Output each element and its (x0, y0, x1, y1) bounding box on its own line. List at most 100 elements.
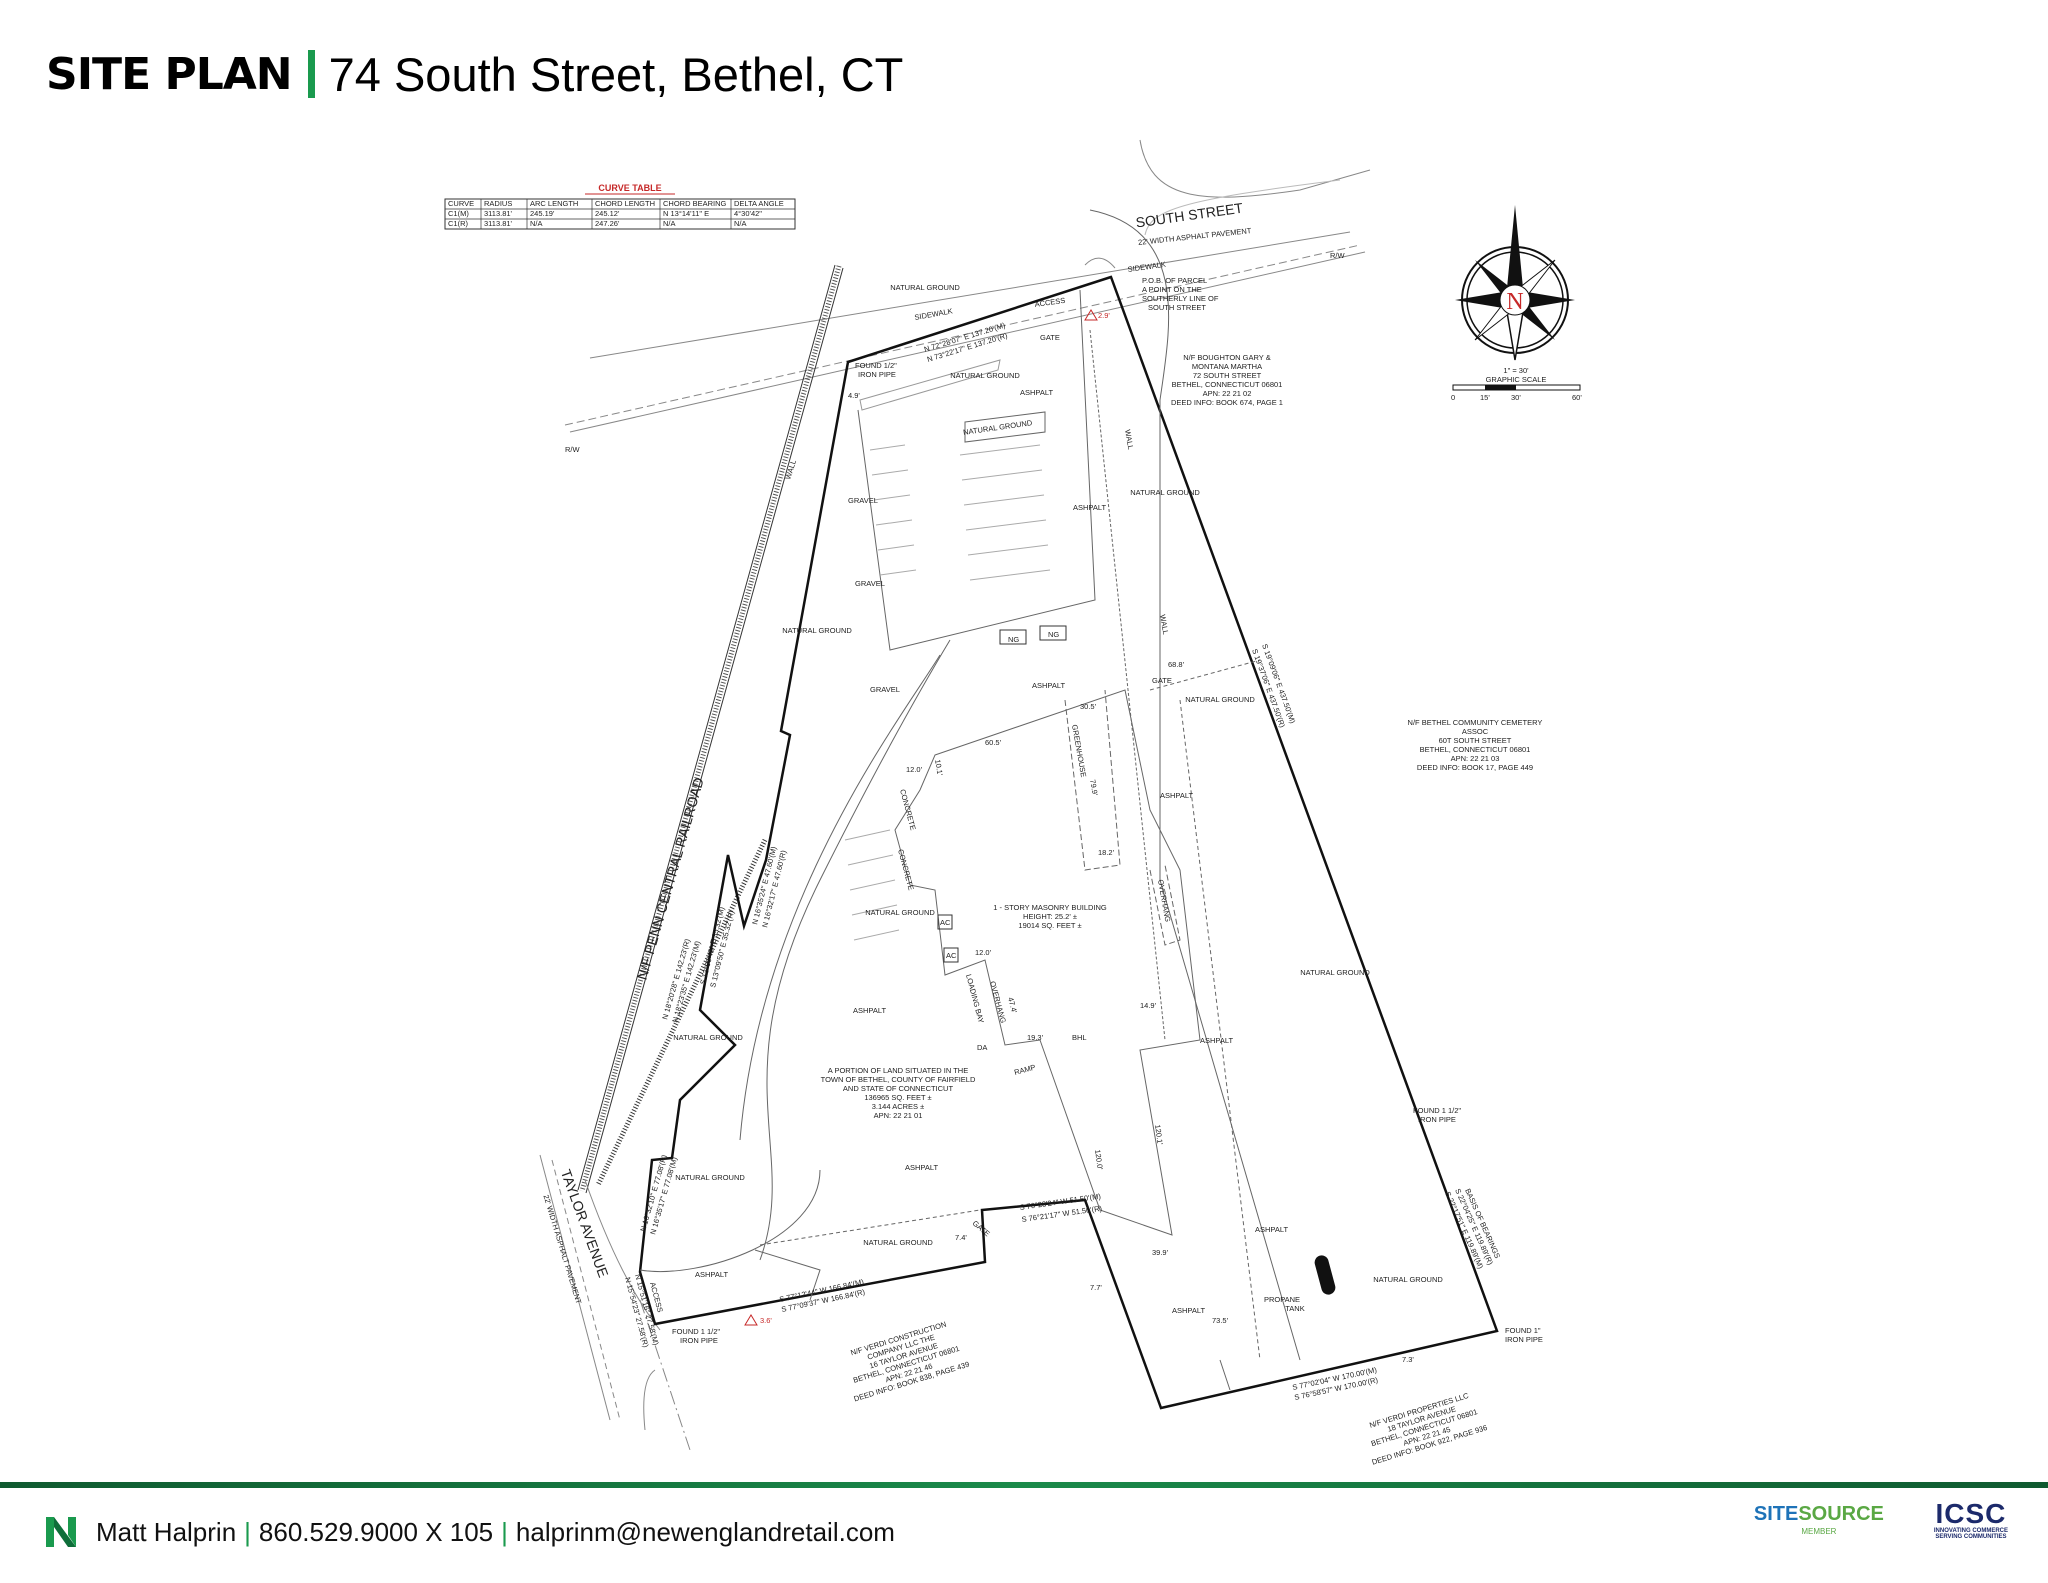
plan-label: IRON PIPE (1505, 1335, 1543, 1344)
contact-email[interactable]: halprinm@newenglandretail.com (515, 1516, 895, 1547)
page-title: SITE PLAN 74 South Street, Bethel, CT (46, 44, 903, 104)
plan-label: 14.9' (1140, 1001, 1157, 1010)
label-ac: AC (940, 918, 951, 927)
label-ashpalt: ASHPALT (1255, 1225, 1288, 1234)
label-overhang: OVERHANG (988, 980, 1008, 1024)
plan-label: 60' (1572, 393, 1582, 402)
plan-label: APN: 22 21 03 (1451, 754, 1500, 763)
plan-label: 19014 SQ. FEET ± (1018, 921, 1081, 930)
label-greenhouse: GREENHOUSE (1070, 724, 1088, 778)
gate-label: GATE (1040, 333, 1060, 342)
label-ashpalt: ASHPALT (1200, 1036, 1233, 1045)
curve-table-cell: 247.26' (595, 219, 620, 228)
label-natural-ground: NATURAL GROUND (950, 371, 1020, 380)
title-divider (307, 50, 315, 98)
title-site-plan: SITE PLAN (46, 48, 293, 100)
plan-label: 60T SOUTH STREET (1439, 736, 1512, 745)
offset-2-9: 2.9' (1098, 311, 1110, 320)
curve-table-cell: C1(R) (448, 219, 469, 228)
bearing-labels: N 72°28'07" E 137.20'(M) N 73°22'17" E 1… (623, 320, 1502, 1401)
south-street-width: 22' WIDTH ASPHALT PAVEMENT (1138, 226, 1253, 247)
label-natural-ground: NATURAL GROUND (1373, 1275, 1443, 1284)
label-ng: NG (1008, 635, 1019, 644)
curve-table-cell: N/A (530, 219, 543, 228)
label-ashpalt: ASHPALT (853, 1006, 886, 1015)
plan-label: 60.5' (985, 738, 1002, 747)
plan-label: DEED INFO: BOOK 674, PAGE 1 (1171, 398, 1283, 407)
plan-label: APN: 22 21 01 (874, 1111, 923, 1120)
footer-divider (0, 1482, 2048, 1488)
plan-label: BETHEL, CONNECTICUT 06801 (1172, 380, 1283, 389)
label-wall: WALL (1158, 614, 1170, 635)
plan-label: 30.5' (1080, 702, 1097, 711)
label-da: DA (977, 1043, 987, 1052)
plan-label: FOUND 1 1/2" (672, 1327, 720, 1336)
label-overhang: OVERHANG (1156, 879, 1172, 923)
compass-north-letter: N (1506, 289, 1523, 315)
curve-table-title: CURVE TABLE (598, 183, 661, 193)
curve-table-cell: 4°30'42" (734, 209, 762, 218)
sitesource-b: SOURCE (1798, 1503, 1884, 1525)
contact-phone[interactable]: 860.529.9000 X 105 (258, 1516, 494, 1547)
label-ashpalt: ASHPALT (905, 1163, 938, 1172)
interior-labels: NATURAL GROUND NATURAL GROUND NATURAL GR… (673, 283, 1443, 1315)
sidewalk-label: SIDEWALK (914, 306, 953, 322)
plan-label: 47.4' (1006, 996, 1019, 1014)
plan-label: 7.3' (1402, 1355, 1414, 1364)
label-natural-ground: NATURAL GROUND (782, 626, 852, 635)
plan-label: 12.0' (906, 765, 923, 774)
south-street (564, 139, 1371, 433)
offset-3-6: 3.6' (760, 1316, 772, 1325)
plan-label: AND STATE OF CONNECTICUT (843, 1084, 954, 1093)
curve-table-header: CHORD LENGTH (595, 199, 655, 208)
label-concrete: CONCRETE (898, 788, 918, 831)
sidewalk-label-east: SIDEWALK (1127, 260, 1166, 274)
title-address: 74 South Street, Bethel, CT (328, 47, 904, 101)
site-features (639, 209, 1301, 1391)
plan-label: TOWN OF BETHEL, COUNTY OF FAIRFIELD (821, 1075, 976, 1084)
label-gate: GATE (971, 1219, 992, 1239)
curve-table-cell: 3113.81' (484, 209, 513, 218)
label-bhl: BHL (1072, 1033, 1087, 1042)
new-england-retail-logo-icon (46, 1517, 76, 1547)
plan-label: 7.7' (1090, 1283, 1102, 1292)
plan-label: A PORTION OF LAND SITUATED IN THE (828, 1066, 968, 1075)
label-natural-ground: NATURAL GROUND (863, 1238, 933, 1247)
curve-table-cell: 245.12' (595, 209, 620, 218)
label-ashpalt: ASHPALT (1073, 503, 1106, 512)
plan-label: 12.0' (975, 948, 992, 957)
curve-table-cell: C1(M) (448, 209, 469, 218)
label-ashpalt: ASHPALT (1160, 791, 1193, 800)
abutter-boughton: N/F BOUGHTON GARY & MONTANA MARTHA 72 SO… (1171, 353, 1283, 407)
label-propane-tank: PROPANE (1264, 1295, 1300, 1304)
graphic-scale: 1" = 30' GRAPHIC SCALE 0 15' 30' 60' (1451, 366, 1582, 402)
plan-label: FOUND 1" (1505, 1326, 1541, 1335)
abutter-verdi-construction: N/F VERDI CONSTRUCTION COMPANY LLC THE 1… (849, 1320, 970, 1404)
separator: | (501, 1516, 508, 1547)
callouts: P.O.B. OF PARCEL A POINT ON THE SOUTHERL… (672, 276, 1543, 1345)
dimension-labels: 4.9' 68.8' 30.5' 60.5' 12.0' 10.1' 79.9'… (848, 391, 1414, 1364)
plan-label: IRON PIPE (1418, 1115, 1456, 1124)
plan-label: A POINT ON THE (1142, 285, 1202, 294)
label-natural-ground: NATURAL GROUND (673, 1033, 743, 1042)
plan-label: ASSOC (1462, 727, 1489, 736)
plan-label: 10.1' (933, 759, 945, 777)
plan-label: N/F BOUGHTON GARY & (1183, 353, 1271, 362)
plan-label: 7.4' (955, 1233, 967, 1242)
label-ashpalt: ASHPALT (1032, 681, 1065, 690)
curve-table-cell: N/A (663, 219, 676, 228)
curve-table-header: CURVE (448, 199, 474, 208)
curve-table-cell: 245.19' (530, 209, 555, 218)
plan-label: FOUND 1/2" (855, 361, 897, 370)
plan-label: 73.5' (1212, 1316, 1229, 1325)
label-loading-bay: LOADING BAY (964, 973, 986, 1024)
rw-label-west: R/W (565, 445, 581, 454)
railroad-tracks (577, 264, 844, 1194)
abutter-verdi-properties: N/F VERDI PROPERTIES LLC 18 TAYLOR AVENU… (1368, 1391, 1488, 1467)
taylor-avenue (539, 1154, 691, 1451)
label-natural-ground: NATURAL GROUND (890, 283, 960, 292)
plan-label: SOUTHERLY LINE OF (1142, 294, 1219, 303)
label-natural-ground: NATURAL GROUND (675, 1173, 745, 1182)
plan-label: IRON PIPE (858, 370, 896, 379)
